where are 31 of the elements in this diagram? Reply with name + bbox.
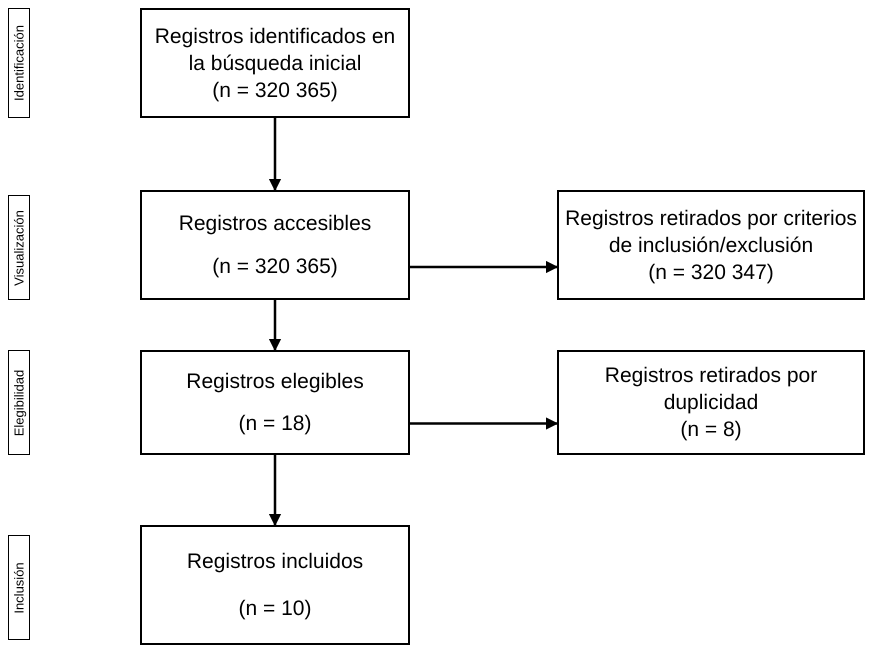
stage-label-box [8, 350, 30, 455]
stage-label: Elegibilidad [12, 369, 26, 436]
box-title: Registros incluidos [186, 549, 364, 576]
box-title: Registros retirados por criterios de inclusión/exclusión [565, 206, 857, 258]
process-box [140, 8, 410, 118]
process-box [140, 525, 410, 645]
stage-label: Inclusión [12, 562, 26, 614]
record-count: (n = 8) [680, 417, 742, 443]
stage-label: Identificación [12, 25, 26, 101]
process-box [140, 190, 410, 300]
record-count: (n = 18) [238, 410, 312, 437]
process-box [140, 350, 410, 455]
stage-label-box [8, 8, 30, 118]
box-title: Registros elegibles [186, 369, 364, 396]
stage-label-box [8, 535, 30, 640]
process-box [557, 350, 865, 455]
stage-label: Visualización [12, 210, 26, 286]
box-title: Registros identificados en la búsqueda inicial [154, 24, 396, 76]
arrow [268, 455, 282, 526]
box-title: Registros accesibles [178, 211, 372, 237]
arrow [268, 300, 282, 352]
record-count: (n = 320 347) [648, 260, 774, 286]
record-count: (n = 320 365) [212, 254, 338, 280]
arrow [268, 118, 282, 192]
box-title: Registros retirados por duplicidad [604, 363, 818, 416]
arrow [410, 260, 558, 274]
record-count: (n = 10) [238, 596, 312, 622]
process-box [557, 190, 865, 300]
arrow [410, 417, 558, 430]
stage-label-box [8, 195, 30, 300]
record-count: (n = 320 365) [212, 78, 338, 104]
